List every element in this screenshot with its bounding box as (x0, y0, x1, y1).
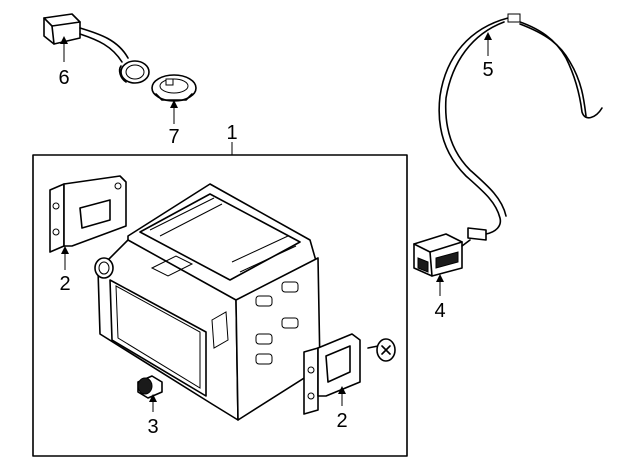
callout-6: 6 (58, 67, 69, 89)
leader-lines (60, 32, 492, 412)
part-6-harness (43, 13, 150, 84)
callout-5: 5 (482, 59, 493, 81)
callout-2-left: 2 (59, 273, 70, 295)
part-7-clip-ring (151, 74, 197, 102)
callout-1: 1 (226, 122, 237, 144)
callout-7: 7 (168, 126, 179, 148)
callout-2-right: 2 (336, 410, 347, 432)
screw (367, 338, 396, 362)
part-2-bracket-left (49, 175, 127, 253)
part-4-module (413, 233, 471, 277)
callout-4: 4 (434, 300, 445, 322)
part-3-knob (137, 375, 163, 399)
callout-3: 3 (147, 416, 158, 438)
assembly-frame (32, 154, 408, 457)
part-1-radio-unit (94, 183, 321, 421)
part-5-cable (438, 13, 603, 241)
part-2-bracket-right (303, 333, 361, 415)
